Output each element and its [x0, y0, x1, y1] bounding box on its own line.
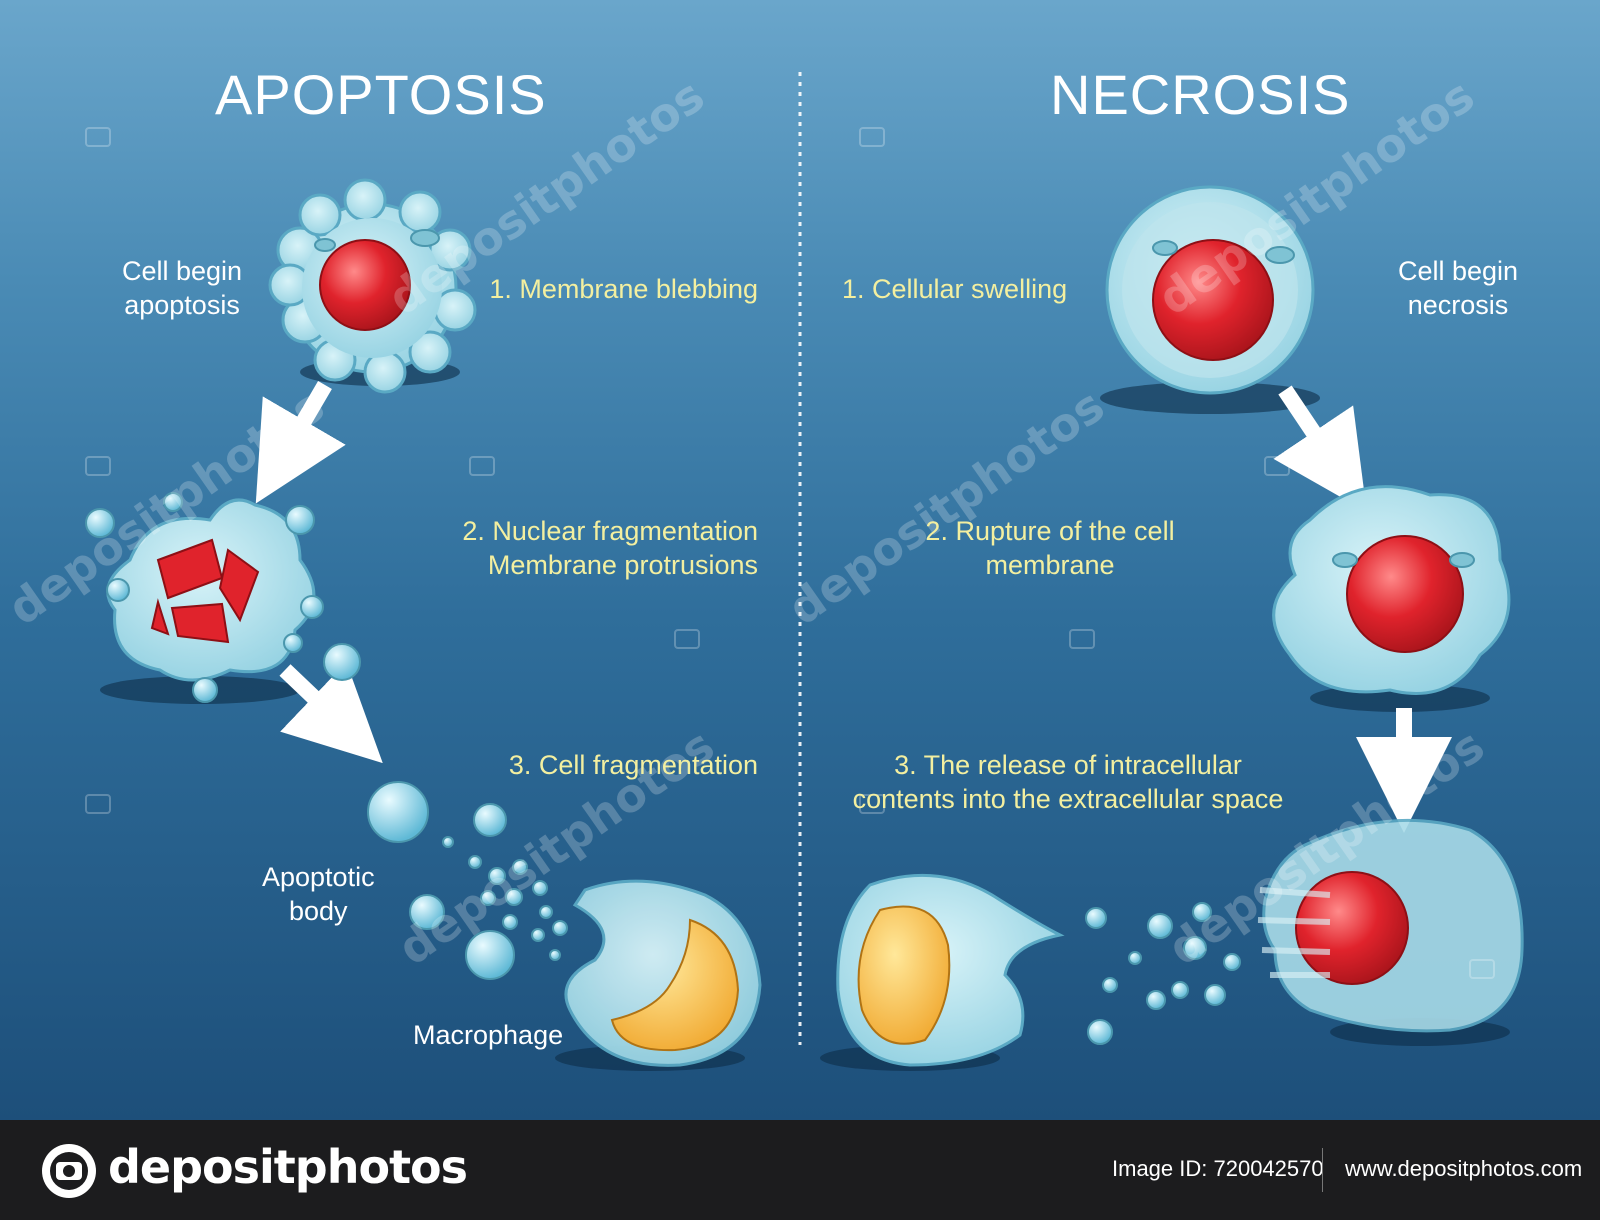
image-id: Image ID: 720042570: [1112, 1156, 1324, 1181]
apoptosis-start-label: Cell begin apoptosis: [122, 256, 243, 320]
necrosis-step-2: 2. Rupture of the cell membrane: [925, 516, 1175, 580]
footer-bar: depositphotos Image ID: 720042570 www.de…: [0, 1120, 1600, 1220]
released-contents: [1085, 902, 1241, 1045]
macrophage-label: Macrophage: [413, 1020, 564, 1050]
arrow-apoptosis-2: [279, 662, 383, 764]
necrosis-macrophage: [820, 873, 1065, 1071]
diagram-illustration: [85, 127, 1524, 1071]
necrosis-title: NECROSIS: [1050, 63, 1351, 126]
apoptosis-cell-fragmentation: [85, 492, 324, 704]
apoptosis-step-1: 1. Membrane blebbing: [489, 274, 758, 304]
arrow-apoptosis-1: [255, 380, 346, 504]
apoptosis-title: APOPTOSIS: [215, 63, 547, 126]
necrosis-step-1: 1. Cellular swelling: [842, 274, 1068, 304]
depositphotos-logo-icon: [42, 1144, 96, 1198]
apoptotic-bodies: [323, 643, 568, 980]
necrosis-step-3: 3. The release of intracellular contents…: [852, 750, 1284, 814]
necrosis-cell-release: [1257, 818, 1524, 1046]
brand-name: depositphotos: [108, 1140, 468, 1194]
necrosis-start-label: Cell begin necrosis: [1398, 256, 1519, 320]
apoptosis-step-3: 3. Cell fragmentation: [508, 750, 758, 780]
necrosis-cell-swelling: [1100, 185, 1320, 414]
necrosis-cell-rupture: [1272, 485, 1511, 712]
footer-separator: [1322, 1148, 1323, 1192]
apoptosis-cell-blebbing: [268, 178, 477, 394]
site-url[interactable]: www.depositphotos.com: [1345, 1156, 1583, 1181]
watermark-camera-icons: [85, 127, 1495, 979]
apoptotic-body-label: Apoptotic body: [262, 862, 375, 926]
apoptosis-step-2: 2. Nuclear fragmentation Membrane protru…: [462, 516, 758, 580]
diagram-area: depositphotos depositphotos depositphoto…: [0, 0, 1600, 1120]
arrow-necrosis-1: [1273, 385, 1367, 512]
apoptosis-macrophage: [555, 879, 762, 1071]
